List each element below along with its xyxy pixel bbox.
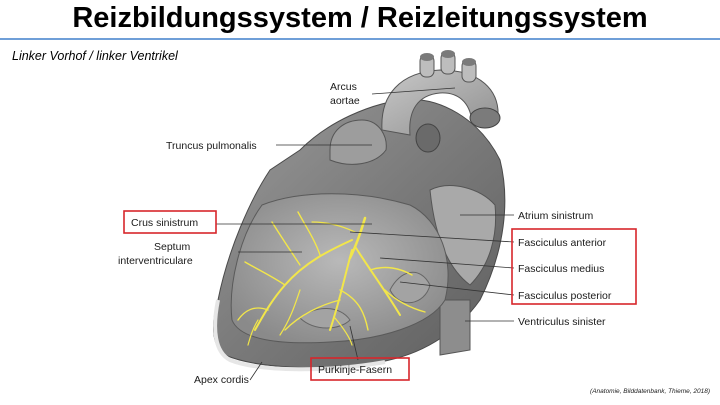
label-ventriculus: Ventriculus sinister bbox=[518, 316, 606, 328]
purkinje-fiber bbox=[297, 211, 321, 256]
highlight-box-crus bbox=[123, 210, 217, 234]
leader-fasc-medius bbox=[379, 257, 515, 269]
aortic-opening bbox=[469, 107, 501, 129]
branch-opening bbox=[462, 58, 476, 66]
purkinje-fiber bbox=[384, 289, 426, 313]
slide-subtitle: Linker Vorhof / linker Ventrikel bbox=[12, 49, 178, 63]
leader-apex bbox=[249, 361, 263, 381]
purkinje-fiber bbox=[284, 299, 341, 331]
label-fasc-posterior: Fasciculus posterior bbox=[518, 290, 612, 302]
label-purkinje: Purkinje-Fasern bbox=[318, 364, 392, 376]
label-septum-line1: Septum bbox=[154, 241, 190, 253]
title-divider bbox=[0, 38, 720, 40]
purkinje-fiber bbox=[271, 221, 301, 266]
label-fasc-medius: Fasciculus medius bbox=[518, 263, 604, 275]
label-fasc-anterior: Fasciculus anterior bbox=[518, 237, 607, 249]
slide-title: Reizbildungssystem / Reizleitungssystem bbox=[72, 2, 648, 34]
purkinje-fiber bbox=[369, 266, 413, 276]
highlight-box-purkinje bbox=[310, 357, 410, 381]
image-credit: (Anatomie, Bilddatenbank, Thieme, 2018) bbox=[590, 388, 710, 395]
apex-rim bbox=[213, 299, 386, 372]
label-crus: Crus sinistrum bbox=[131, 217, 198, 229]
pulmonary-trunk bbox=[329, 119, 387, 165]
purkinje-fiber bbox=[339, 289, 369, 331]
papillary-muscle bbox=[299, 308, 351, 329]
fasciculus-posterior-fiber bbox=[355, 247, 401, 316]
label-arcus-line2: aortae bbox=[330, 95, 360, 107]
branch-opening bbox=[441, 50, 455, 58]
label-apex: Apex cordis bbox=[194, 374, 249, 386]
left-ventricle-wall bbox=[439, 299, 471, 356]
label-atrium: Atrium sinistrum bbox=[518, 210, 594, 222]
purkinje-fiber bbox=[244, 261, 286, 286]
label-arcus-line1: Arcus bbox=[330, 81, 357, 93]
purkinje-fiber bbox=[279, 289, 301, 336]
purkinje-fiber bbox=[247, 319, 259, 346]
fasciculus-medius-fiber bbox=[329, 249, 353, 331]
leader-arcus bbox=[371, 87, 456, 95]
label-truncus: Truncus pulmonalis bbox=[166, 140, 257, 152]
leader-lines bbox=[216, 87, 515, 381]
leader-fasc-posterior bbox=[399, 281, 515, 296]
leader-purkinje bbox=[349, 325, 359, 361]
highlight-box-fasciculi bbox=[511, 228, 637, 305]
branch-opening bbox=[420, 53, 434, 61]
leader-fasc-anterior bbox=[349, 231, 515, 243]
purkinje-fiber bbox=[334, 317, 353, 346]
conduction-fibers bbox=[237, 211, 426, 346]
label-septum-line2: interventriculare bbox=[118, 255, 193, 267]
papillary-muscle bbox=[389, 271, 431, 304]
pulmonary-opening bbox=[415, 123, 441, 153]
purkinje-fiber bbox=[237, 307, 269, 321]
